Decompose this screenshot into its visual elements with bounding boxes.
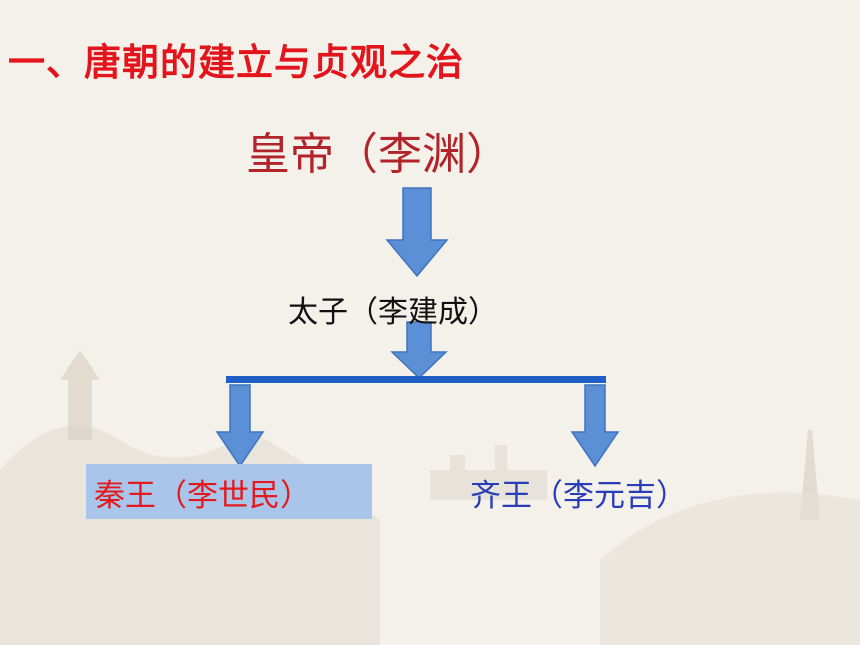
branch-bar [226,376,606,383]
highlight-box [86,464,372,519]
arrow-down-to-prince-qi [570,384,620,468]
arrow-down-prince-to-bar [390,321,448,380]
arrow-down-emperor-to-prince [385,187,449,278]
node-crown-prince: 太子（李建成） [288,295,498,330]
node-prince-qi: 齐王（李元吉） [470,478,687,514]
city-silhouette [430,445,547,500]
node-emperor: 皇帝（李渊） [246,129,510,180]
arrow-down-to-prince-qin [215,384,265,468]
node-prince-qin: 秦王（李世民） [94,478,311,514]
hill-right [600,492,860,645]
pagoda-silhouette [60,350,100,440]
slide-title: 一、唐朝的建立与贞观之治 [8,41,464,84]
